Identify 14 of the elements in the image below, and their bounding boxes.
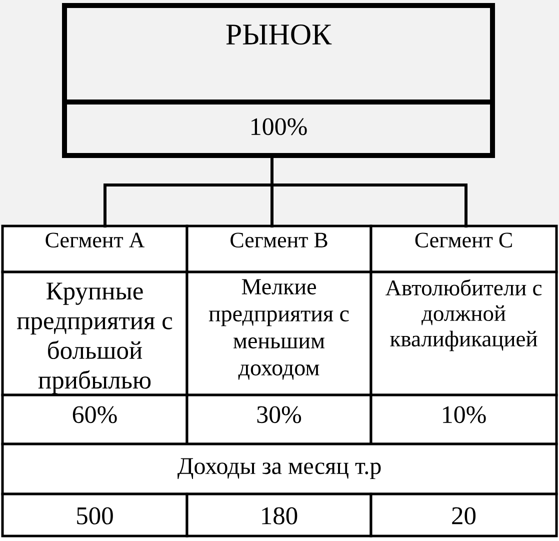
table-cell: 60% [1,394,188,446]
table-cell: 30% [186,394,372,446]
table-cell: 20 [370,492,558,538]
connector-line [270,184,274,228]
table-cell: Сегмент В [186,224,372,274]
heading-box: РЫНОК 100% [62,3,495,158]
table-cell: 10% [370,394,558,446]
connector-line [270,156,274,186]
connector-line [104,184,274,228]
table-cell: Сегмент С [370,224,558,274]
table-cell: 180 [186,492,372,538]
connector-line [270,184,468,228]
table-cell: Сегмент А [1,224,188,274]
table-cell: 500 [1,492,188,538]
